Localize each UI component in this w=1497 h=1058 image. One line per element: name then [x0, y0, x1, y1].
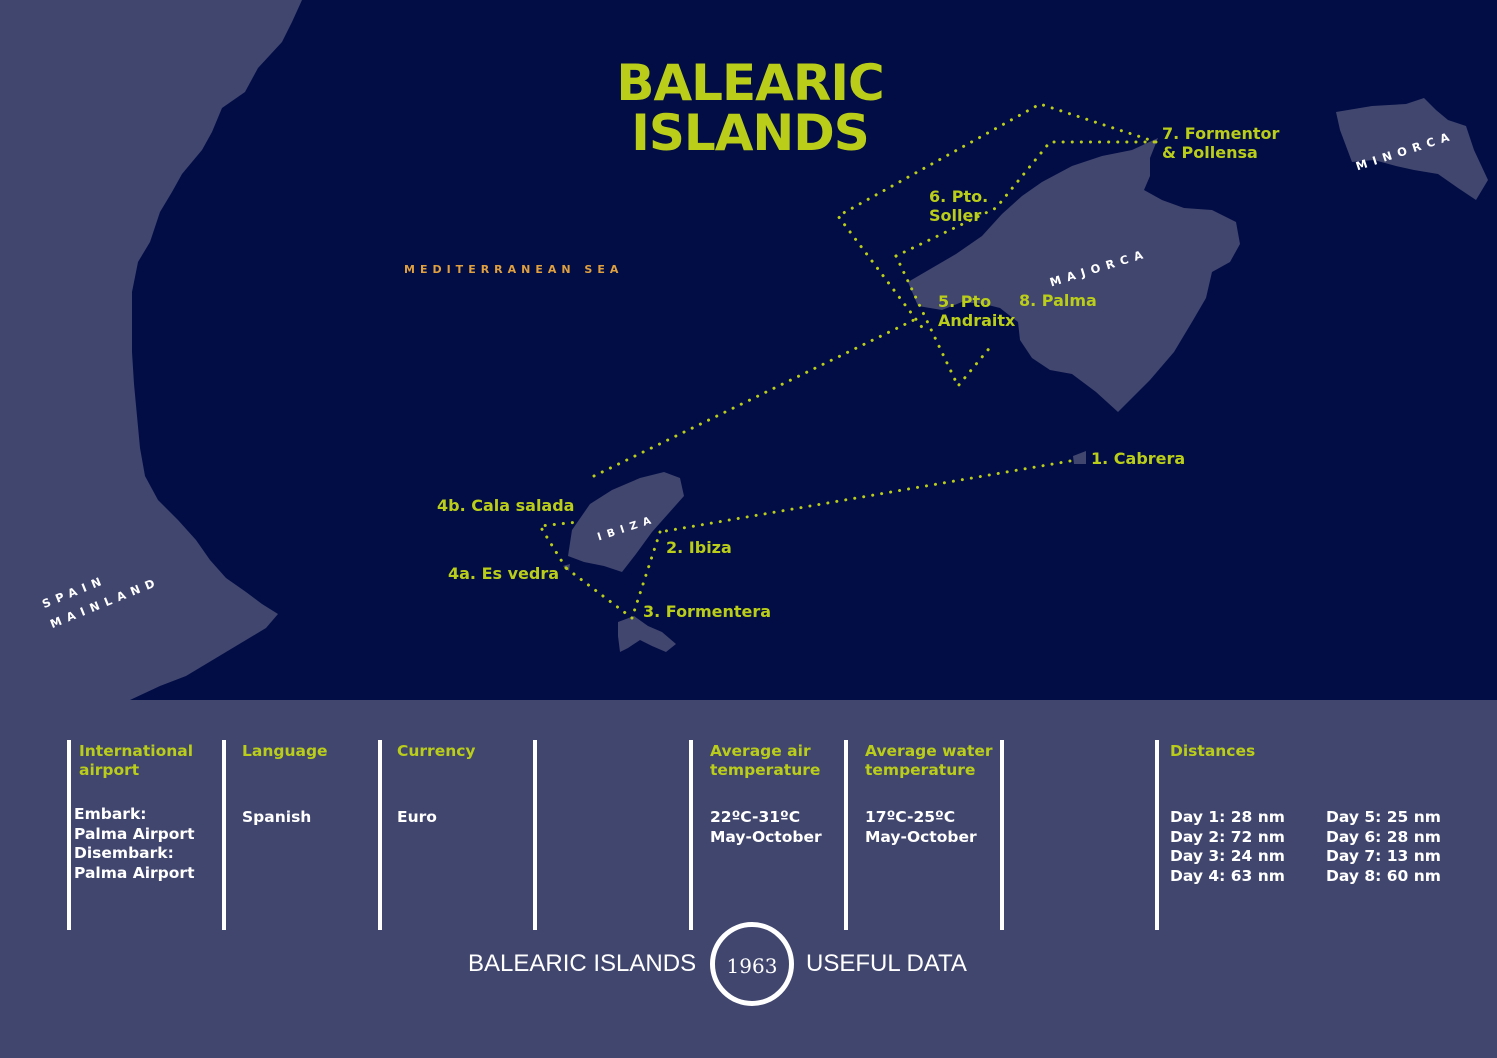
airport-heading: International airport	[79, 742, 194, 779]
stop-soller-line1: 6. Pto.	[929, 187, 989, 206]
cabrera-shape	[1073, 451, 1086, 464]
route-calasalada-andraitx	[592, 316, 920, 478]
map-title-line1: BALEARIC	[616, 54, 884, 112]
water-temp-value: 17ºC-25ºC May-October	[865, 808, 977, 846]
divider-2	[222, 740, 226, 930]
stop-formentor-line1: 7. Formentor	[1162, 124, 1280, 143]
stop-formentor-label: 7. Formentor & Pollensa	[1162, 124, 1279, 162]
route-formentera-esvedra	[564, 566, 634, 620]
stop-cabrera-label: 1. Cabrera	[1091, 449, 1186, 468]
stop-soller-line2: Soller	[929, 206, 982, 225]
sea-label: MEDITERRANEAN SEA	[404, 263, 624, 276]
majorca-shape	[908, 138, 1240, 412]
distances-heading: Distances	[1170, 742, 1256, 760]
minorca-shape	[1336, 98, 1488, 200]
divider-3	[378, 740, 382, 930]
divider-5	[689, 740, 693, 930]
route-formentor-palma	[835, 102, 1158, 332]
currency-heading: Currency	[397, 742, 476, 760]
divider-4	[533, 740, 537, 930]
divider-8	[1155, 740, 1159, 930]
footer-right-text: USEFUL DATA	[806, 950, 967, 977]
stop-andraitx-line2: Andraitx	[938, 311, 1016, 330]
water-temp-heading: Average water temperature	[865, 742, 993, 779]
spain-mainland-shape	[0, 0, 302, 700]
map-title: BALEARIC ISLANDS	[500, 58, 1000, 158]
stop-andraitx-label: 5. Pto Andraitx	[938, 292, 1015, 330]
stop-palma-label: 8. Palma	[1019, 291, 1097, 310]
footer-left-text: BALEARIC ISLANDS	[468, 950, 697, 977]
air-temp-value: 22ºC-31ºC May-October	[710, 808, 822, 846]
currency-value: Euro	[397, 808, 437, 826]
route-ibiza-formentera	[630, 530, 662, 620]
year-text: 1963	[726, 954, 778, 978]
map-title-line2: ISLANDS	[631, 104, 870, 162]
stop-formentera-label: 3. Formentera	[643, 602, 772, 621]
language-value: Spanish	[242, 808, 312, 826]
map-area: BALEARIC ISLANDS MEDITERRANEAN SEA SPAIN…	[0, 0, 1497, 700]
divider-7	[1000, 740, 1004, 930]
stop-formentor-line2: & Pollensa	[1162, 143, 1258, 162]
stop-andraitx-line1: 5. Pto	[938, 292, 992, 311]
stop-es-vedra-label: 4a. Es vedra	[448, 564, 560, 583]
formentera-shape	[618, 616, 676, 652]
stop-ibiza-label: 2. Ibiza	[666, 538, 732, 557]
air-temp-heading: Average air temperature	[710, 742, 821, 779]
stop-cala-salada-label: 4b. Cala salada	[437, 496, 575, 515]
ibiza-shape	[568, 472, 684, 572]
airport-value: Embark: Palma Airport Disembark: Palma A…	[74, 805, 195, 882]
map-svg	[0, 0, 1488, 700]
route-cabrera-ibiza	[658, 459, 1072, 534]
stop-soller-label: 6. Pto. Soller	[929, 187, 988, 225]
divider-6	[844, 740, 848, 930]
divider-1	[67, 740, 71, 930]
route-lines	[537, 102, 1160, 620]
language-heading: Language	[242, 742, 328, 760]
year-badge: 1963	[710, 922, 794, 1006]
distances-col1: Day 1: 28 nm Day 2: 72 nm Day 3: 24 nm D…	[1170, 808, 1285, 885]
distances-col2: Day 5: 25 nm Day 6: 28 nm Day 7: 13 nm D…	[1326, 808, 1441, 885]
route-soller-formentor	[894, 140, 1160, 258]
